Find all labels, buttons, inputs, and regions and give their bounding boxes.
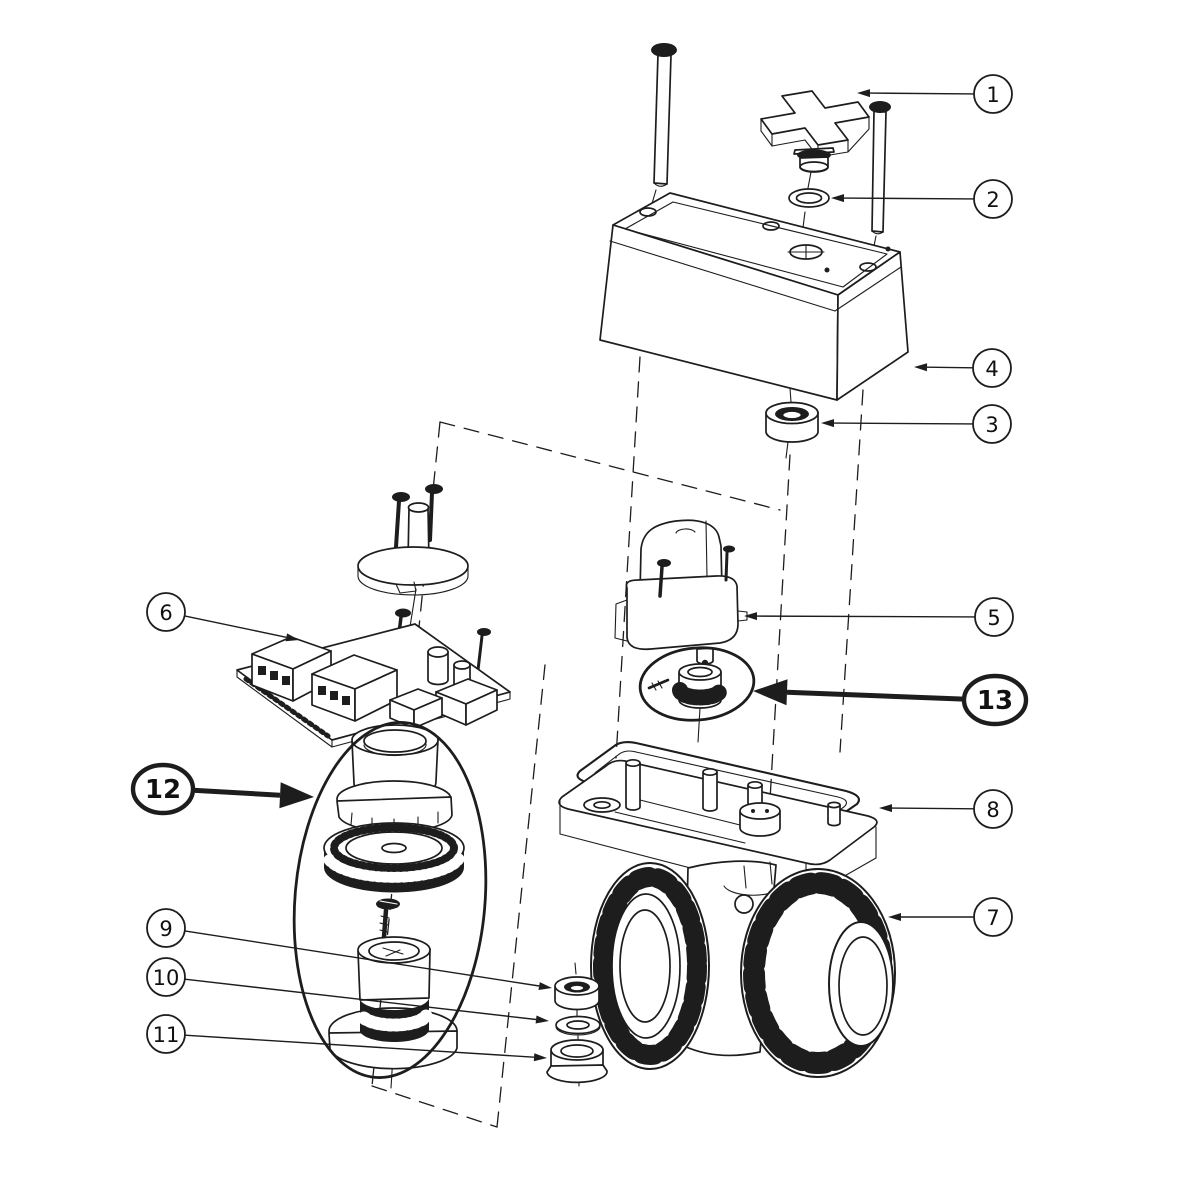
leader-arrowhead-8 (879, 804, 892, 813)
callout-balloon-1 (973, 74, 1013, 114)
leader-line-11 (184, 1034, 535, 1058)
callout-balloon-2 (973, 179, 1013, 219)
callout-number-7: 7 (986, 906, 999, 930)
stem-nut-part11 (546, 1039, 608, 1084)
callout-number-6: 6 (159, 601, 172, 625)
leader-line-5 (756, 615, 976, 618)
callout-balloon-3 (972, 404, 1012, 444)
callout-number-10: 10 (153, 966, 180, 990)
leader-line-9 (184, 930, 540, 987)
leader-arrowhead-4 (914, 363, 928, 372)
leader-arrowhead-6 (285, 633, 299, 642)
callout-number-8: 8 (986, 798, 999, 822)
callout-13: 13 (753, 673, 1029, 727)
leader-arrowhead-2 (831, 194, 844, 203)
callout-9: 9 (146, 908, 552, 990)
cover-screw-right (869, 101, 891, 235)
callout-1: 1 (857, 74, 1013, 114)
callout-number-13: 13 (977, 686, 1013, 716)
base-platform (558, 758, 878, 899)
gear-train-detail (292, 721, 488, 1079)
leader-line-13 (786, 689, 965, 702)
callout-balloon-5 (974, 597, 1014, 637)
callout-10: 10 (146, 957, 549, 1024)
callout-number-11: 11 (153, 1023, 180, 1047)
hand-knob (760, 90, 870, 173)
leader-line-4 (926, 366, 974, 369)
leader-line-3 (833, 422, 974, 425)
leader-arrowhead-1 (857, 89, 870, 98)
stem-washer-part10 (555, 1015, 601, 1036)
indicator-disc-assembly (357, 484, 469, 596)
callout-number-9: 9 (159, 917, 172, 941)
callout-balloon-11 (146, 1014, 186, 1054)
callout-number-2: 2 (986, 188, 999, 212)
cover-screw-left (651, 43, 677, 187)
circuit-board (236, 623, 511, 748)
callout-balloon-12 (130, 762, 196, 816)
leader-arrowhead-12 (279, 782, 314, 809)
callout-balloon-13 (961, 673, 1029, 727)
valve-body (590, 860, 896, 1078)
leader-arrowhead-7 (888, 913, 901, 921)
leader-arrowhead-13 (753, 679, 788, 706)
callout-12: 12 (130, 762, 314, 816)
leader-line-6 (184, 615, 287, 638)
callout-balloon-9 (146, 908, 186, 948)
callout-2: 2 (831, 179, 1013, 219)
leader-arrowhead-3 (821, 419, 834, 428)
callout-balloon-6 (146, 592, 186, 632)
leader-line-10 (184, 978, 537, 1021)
callout-balloon-4 (972, 348, 1012, 388)
line-art (236, 43, 909, 1128)
callout-11: 11 (146, 1014, 547, 1062)
stem-bushing-part9 (554, 976, 600, 1011)
housing-cover (599, 192, 909, 401)
leader-arrowhead-9 (538, 982, 552, 990)
callout-5: 5 (744, 597, 1014, 637)
leader-arrowhead-10 (535, 1015, 549, 1024)
callout-8: 8 (879, 789, 1013, 829)
callout-number-5: 5 (987, 606, 1000, 630)
leader-line-1 (869, 92, 975, 95)
motor-gearbox (614, 519, 748, 667)
callout-3: 3 (821, 404, 1012, 444)
stem-o-ring (788, 188, 830, 208)
callout-balloon-10 (146, 957, 186, 997)
pinion-detail (638, 646, 756, 722)
leader-line-12 (192, 787, 281, 798)
callout-number-4: 4 (985, 357, 998, 381)
callout-4: 4 (914, 348, 1012, 388)
leader-line-2 (843, 197, 975, 200)
callout-7: 7 (888, 897, 1013, 937)
callout-6: 6 (146, 592, 299, 642)
callout-balloon-8 (973, 789, 1013, 829)
callout-balloon-7 (973, 897, 1013, 937)
leader-arrowhead-11 (533, 1053, 547, 1062)
callout-number-1: 1 (986, 83, 999, 107)
callout-number-12: 12 (145, 775, 181, 805)
leader-line-8 (891, 807, 975, 810)
leader-arrowhead-5 (744, 612, 757, 621)
shaft-bushing (765, 401, 819, 443)
callout-number-3: 3 (985, 413, 998, 437)
